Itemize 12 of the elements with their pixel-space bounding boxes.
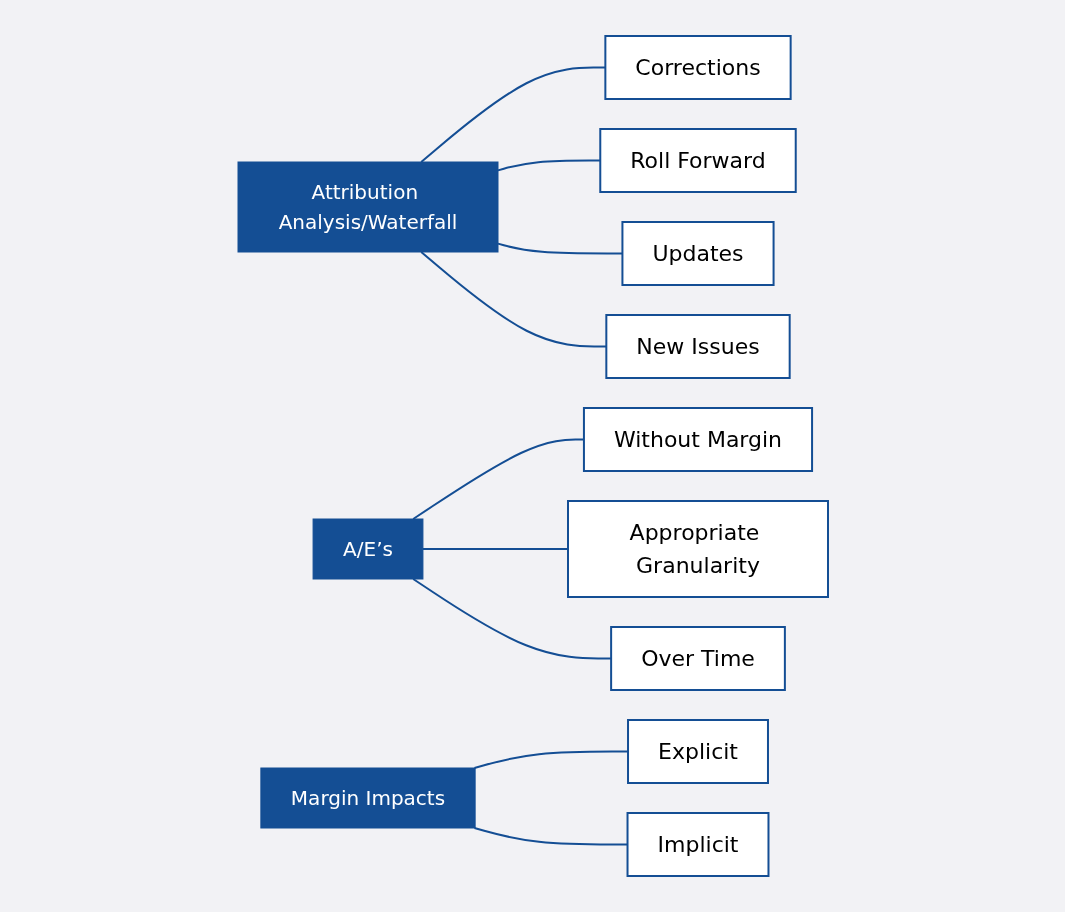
node-box: Attribution Analysis/Waterfall — [237, 161, 498, 253]
node-box: Explicit — [626, 719, 769, 784]
node-box: Implicit — [626, 812, 769, 877]
node-box: Margin Impacts — [259, 767, 476, 829]
node-box: New Issues — [604, 314, 791, 379]
node-box: Corrections — [603, 35, 792, 100]
node-box: A/E’s — [312, 518, 423, 580]
node-box: Updates — [620, 221, 775, 286]
node-box: Over Time — [609, 626, 786, 691]
node-box: Appropriate Granularity — [566, 500, 829, 598]
node-box: Roll Forward — [598, 128, 797, 193]
node-box: Without Margin — [582, 407, 813, 472]
